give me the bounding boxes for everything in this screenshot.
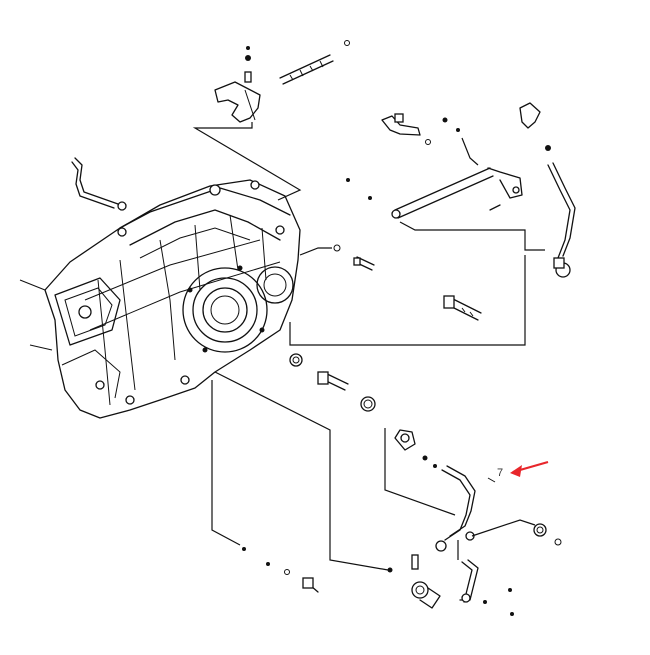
stud-bolt-mid	[353, 256, 375, 271]
spring-pin-lower	[422, 455, 437, 468]
small-bolt-right	[346, 178, 501, 211]
callout-label-7: 7	[497, 467, 504, 479]
small-washer-mid	[299, 244, 341, 256]
o-ring-lower	[360, 396, 376, 412]
small-parts-bottom	[242, 547, 514, 616]
bushing-lower	[394, 429, 416, 451]
washer-lower-right	[533, 523, 562, 546]
pivot-pin-right	[443, 295, 482, 321]
bolt-bottom-left	[302, 577, 319, 593]
shaft-lower	[317, 371, 349, 391]
transmission-case	[19, 179, 301, 419]
lever-part-7	[435, 465, 476, 552]
shift-rod-long	[391, 167, 523, 219]
shift-lever-right	[519, 102, 576, 278]
shift-arm-left	[71, 157, 127, 211]
washer-mid	[289, 353, 303, 367]
callout-arrow	[510, 460, 549, 477]
link-arm-lower	[459, 559, 479, 603]
shift-fork-top	[214, 46, 261, 123]
shift-fork-upper-right	[381, 113, 460, 145]
clevis-pin-lower	[411, 554, 441, 609]
shift-rod-top	[279, 40, 350, 85]
